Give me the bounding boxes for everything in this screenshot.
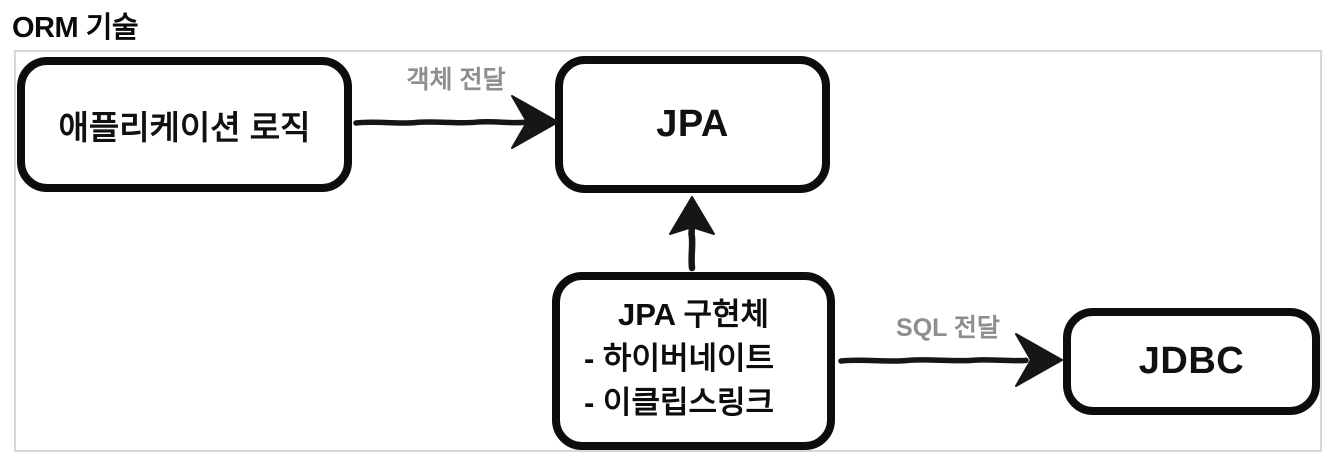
node-jpa-implementation: JPA 구현체 - 하이버네이트 - 이클립스링크	[552, 272, 835, 450]
node-jpa-implementation-title: JPA 구현체	[617, 296, 770, 332]
node-jpa-label: JPA	[656, 103, 729, 145]
node-jpa: JPA	[555, 56, 830, 193]
node-jdbc: JDBC	[1063, 308, 1320, 415]
node-jpa-implementation-item-eclipselink: - 이클립스링크	[584, 385, 775, 420]
node-jdbc-label: JDBC	[1138, 340, 1245, 382]
edge-label-sql-transfer: SQL 전달	[896, 314, 1000, 342]
edge-label-object-transfer: 객체 전달	[406, 66, 506, 94]
node-application-logic: 애플리케이션 로직	[17, 57, 352, 192]
node-application-logic-label: 애플리케이션 로직	[58, 108, 311, 146]
node-jpa-implementation-item-hibernate: - 하이버네이트	[584, 340, 775, 376]
page-title: ORM 기술	[12, 12, 139, 44]
